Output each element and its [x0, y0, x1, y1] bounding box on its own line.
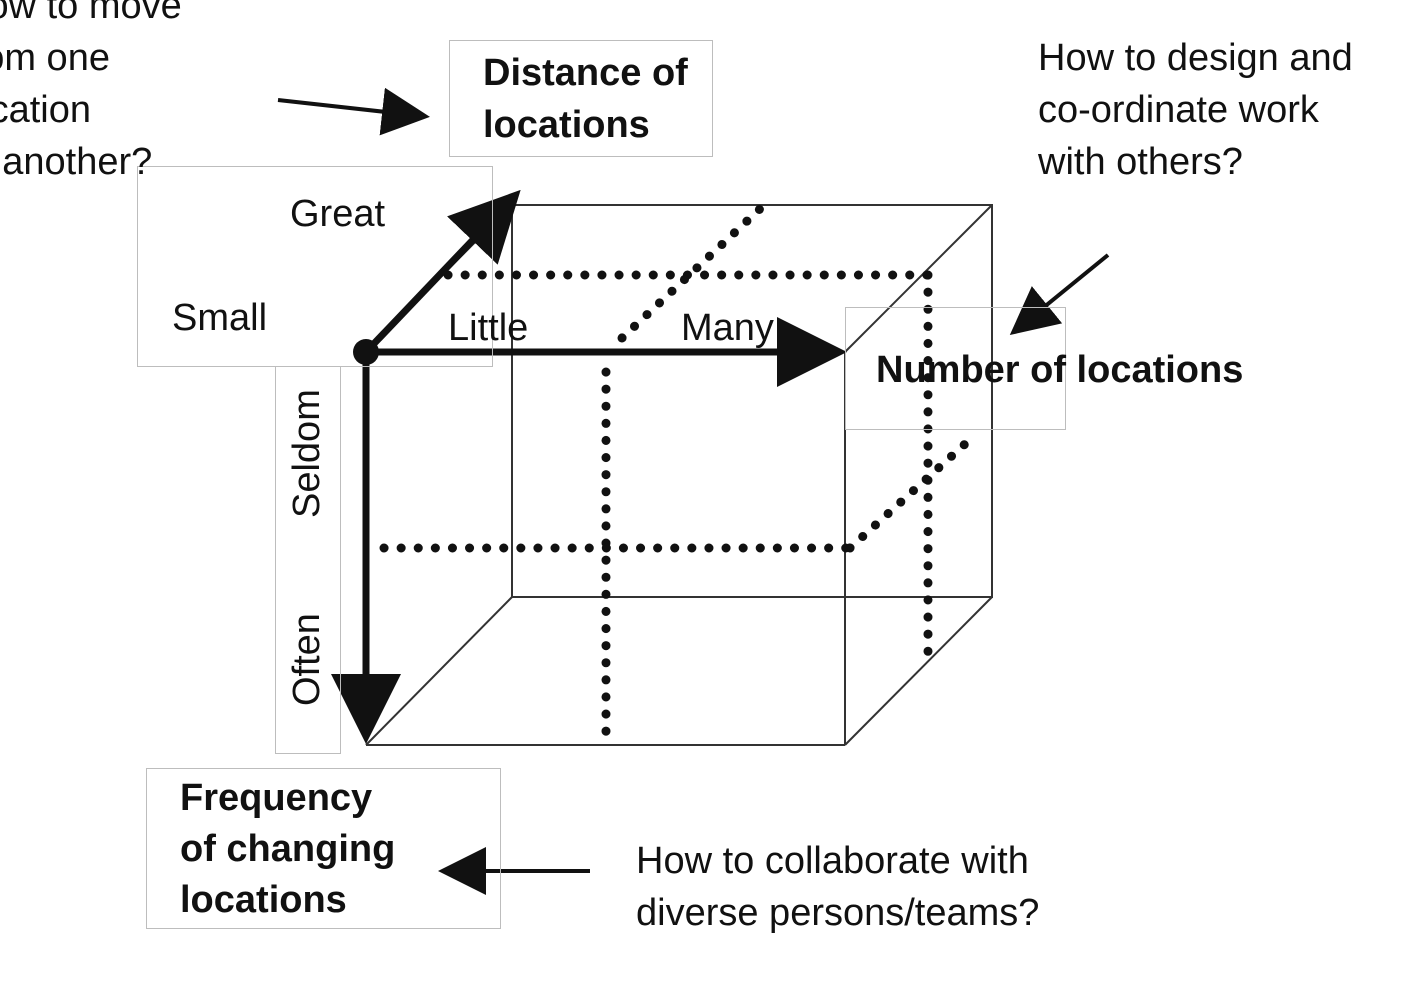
- question-move-line-1: How to move: [0, 0, 182, 27]
- question-move-line-3: location: [0, 89, 91, 131]
- question-collaborate-line-1: How to collaborate with: [636, 840, 1029, 882]
- dimension-distance-line-1: Distance of: [483, 52, 688, 94]
- dotted-divisions: [379, 202, 980, 737]
- question-move-line-2: from one: [0, 37, 110, 79]
- label-great: Great: [290, 193, 386, 235]
- axis-distance: [363, 189, 521, 355]
- dimension-distance-line-2: locations: [483, 104, 650, 146]
- frequency-box: [146, 768, 501, 929]
- arrow-to-distance: [277, 87, 430, 136]
- label-little: Little: [448, 307, 529, 349]
- main-axes: [331, 189, 847, 744]
- dimension-frequency-line-1: Frequency: [180, 777, 373, 819]
- dimension-frequency-line-2: of changing: [180, 828, 396, 870]
- question-move-line-4: to another?: [2, 141, 153, 183]
- number-box: [845, 307, 1066, 430]
- distance-box: [449, 40, 713, 157]
- question-design-line-1: How to design and: [1038, 37, 1353, 79]
- origin-dot: [353, 339, 379, 365]
- arrow-to-number: [1009, 253, 1110, 336]
- dimension-number: Number of locations: [876, 349, 1244, 391]
- label-often: Often: [286, 613, 328, 706]
- dimension-frequency-line-3: locations: [180, 879, 347, 921]
- label-small: Small: [172, 297, 268, 339]
- question-collaborate-line-2: diverse persons/teams?: [636, 892, 1040, 934]
- seldom-often-box: [275, 366, 341, 754]
- pointer-arrows: [277, 87, 1110, 895]
- question-design-line-2: co-ordinate work: [1038, 89, 1319, 131]
- label-many: Many: [681, 307, 774, 349]
- question-design-line-3: with others?: [1038, 141, 1243, 183]
- label-seldom: Seldom: [286, 389, 328, 518]
